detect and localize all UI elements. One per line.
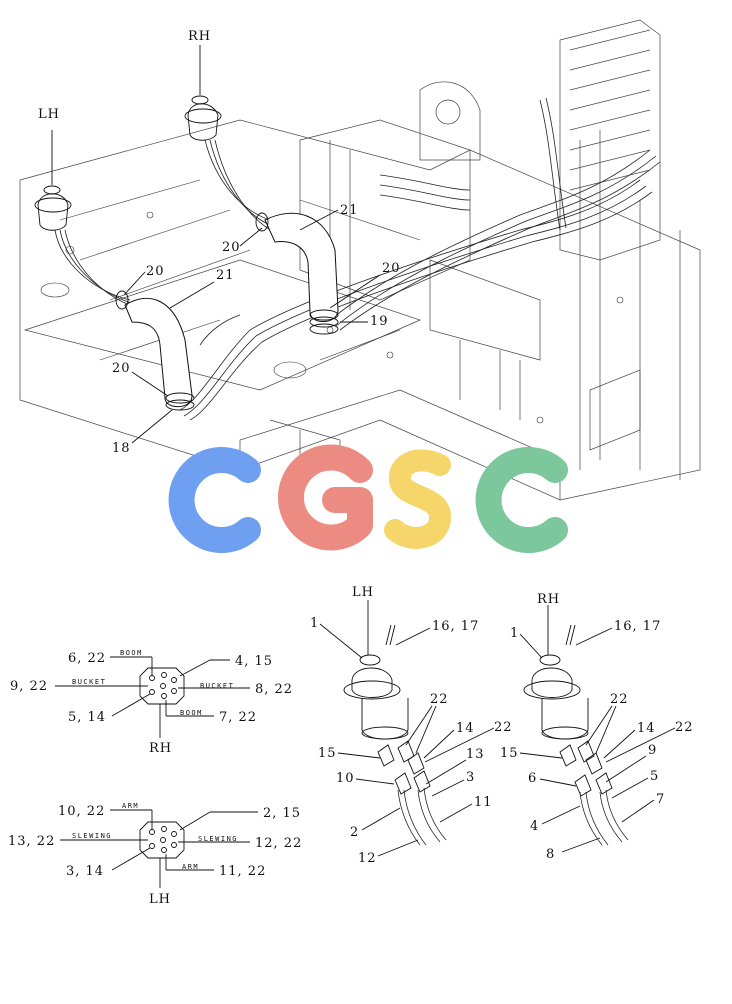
pilot-valve-lh-diagram: LH 1 16, 17 22 14 22 15 13 10 3 11 2 12	[310, 585, 513, 866]
label-9-22: 9, 22	[10, 679, 48, 694]
valve-lh-label-11: 11	[474, 795, 493, 810]
valve-rh-label-9: 9	[648, 743, 657, 758]
wire-mark-slewing-right: SLEWING	[198, 835, 238, 843]
wire-mark-boom-bottom: BOOM	[180, 709, 203, 717]
label-11-22: 11, 22	[219, 864, 266, 879]
wire-mark-bucket-left: BUCKET	[72, 678, 106, 686]
valve-lh-label-1: 1	[310, 616, 319, 631]
watermark-letter-g	[278, 444, 373, 551]
protective-sleeves	[124, 212, 339, 408]
valve-rh-label-22b: 22	[675, 720, 694, 735]
valve-rh-label-22a: 22	[610, 692, 629, 707]
valve-lh-label-16-17: 16, 17	[432, 619, 479, 634]
valve-rh-label-7: 7	[656, 792, 665, 807]
callout-20-upper: 20	[222, 240, 241, 255]
rh-joystick-overview	[184, 45, 222, 141]
connector-lh-side: LH	[149, 892, 171, 907]
label-lh-joystick: LH	[38, 107, 60, 122]
connector-lh-diagram: ARM SLEWING SLEWING ARM 10, 22 2, 15 13,…	[8, 802, 302, 907]
label-12-22: 12, 22	[255, 836, 302, 851]
valve-rh-label-6: 6	[528, 771, 537, 786]
watermark-letter-c1	[168, 447, 261, 553]
valve-rh-label-4: 4	[530, 819, 539, 834]
hose-clamps	[115, 212, 339, 411]
callout-21-left: 21	[216, 268, 235, 283]
valve-lh-label-14: 14	[456, 721, 475, 736]
label-5-14: 5, 14	[68, 710, 106, 725]
lh-joystick-overview	[34, 130, 72, 231]
wire-mark-slewing-left: SLEWING	[72, 832, 112, 840]
callout-19: 19	[370, 314, 389, 329]
valve-lh-side: LH	[352, 585, 374, 600]
valve-rh-label-8: 8	[546, 847, 555, 862]
connector-rh-diagram: BOOM BUCKET BUCKET BOOM 6, 22 4, 15 9, 2…	[10, 649, 293, 756]
label-3-14: 3, 14	[66, 864, 104, 879]
callout-18: 18	[112, 441, 131, 456]
wire-mark-arm-top: ARM	[122, 802, 139, 810]
wire-mark-boom-top: BOOM	[120, 649, 143, 657]
valve-rh-label-15: 15	[500, 746, 519, 761]
valve-rh-label-16-17: 16, 17	[614, 619, 661, 634]
valve-lh-label-10: 10	[336, 771, 355, 786]
callout-20-lower: 20	[112, 361, 131, 376]
wire-mark-bucket-right: BUCKET	[200, 682, 234, 690]
valve-lh-label-13: 13	[466, 747, 485, 762]
overview-labels: LH RH 21 20 20 21 20 19 20 18	[38, 29, 401, 456]
wire-mark-arm-bottom: ARM	[182, 863, 199, 871]
label-13-22: 13, 22	[8, 834, 55, 849]
watermark-letter-s	[384, 449, 451, 549]
valve-lh-label-22a: 22	[430, 692, 449, 707]
valve-lh-label-12: 12	[358, 851, 377, 866]
valve-lh-label-22b: 22	[494, 720, 513, 735]
valve-rh-label-5: 5	[650, 769, 659, 784]
hose-bundles	[54, 97, 661, 421]
valve-lh-label-3: 3	[466, 770, 475, 785]
label-2-15: 2, 15	[263, 806, 301, 821]
callout-20-right: 20	[382, 261, 401, 276]
valve-lh-label-2: 2	[350, 825, 359, 840]
watermark-letter-c2	[475, 447, 568, 553]
machine-frame-drawing	[19, 19, 701, 501]
pilot-valve-rh-diagram: RH 1 16, 17 22 14 22 15 9 6 5 7 4 8	[500, 592, 694, 862]
callout-21-upper: 21	[340, 203, 359, 218]
watermark-logo	[168, 444, 568, 553]
label-6-22: 6, 22	[68, 651, 106, 666]
connector-rh-side: RH	[149, 741, 172, 756]
label-8-22: 8, 22	[255, 682, 293, 697]
label-rh-joystick: RH	[188, 29, 211, 44]
callout-20-left: 20	[146, 264, 165, 279]
valve-rh-side: RH	[537, 592, 560, 607]
label-10-22: 10, 22	[58, 804, 105, 819]
label-7-22: 7, 22	[219, 710, 257, 725]
valve-lh-label-15: 15	[318, 746, 337, 761]
valve-rh-label-1: 1	[510, 626, 519, 641]
label-4-15: 4, 15	[235, 654, 273, 669]
valve-rh-label-14: 14	[637, 721, 656, 736]
